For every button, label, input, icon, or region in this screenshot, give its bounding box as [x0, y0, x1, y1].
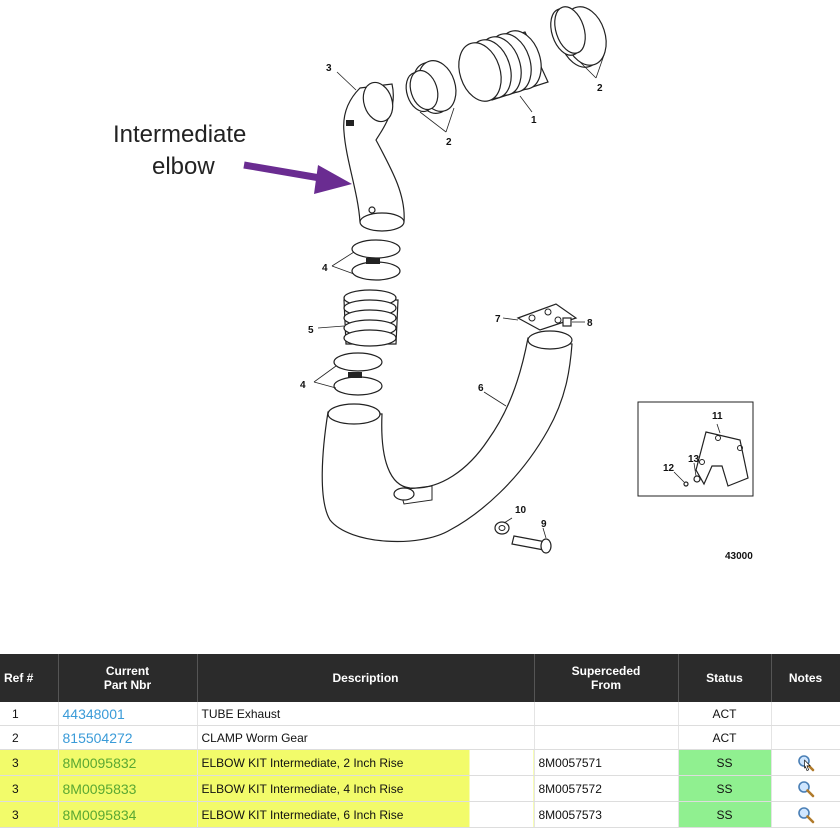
label-11: 11 — [712, 411, 723, 422]
cell-ref: 2 — [0, 725, 59, 750]
magnifier-icon[interactable] — [797, 780, 815, 798]
label-4a: 4 — [322, 263, 328, 274]
label-7: 7 — [495, 314, 501, 325]
part-2-clamps-lower — [405, 60, 457, 133]
cell-notes — [771, 801, 840, 828]
magnifier-icon[interactable] — [797, 806, 815, 824]
cell-part: 8M0095833 — [58, 775, 198, 802]
header-current-part-l2: Part Nbr — [103, 678, 152, 692]
cell-ref: 3 — [0, 775, 59, 802]
exploded-parts-diagram: Intermediate elbow — [113, 6, 754, 562]
part-number-link[interactable]: 815504272 — [62, 729, 133, 746]
label-1: 1 — [531, 115, 537, 126]
table-row: 3 8M0095833 ELBOW KIT Intermediate, 4 In… — [0, 775, 840, 802]
label-2a: 2 — [597, 83, 603, 94]
cell-superceded: 8M0057571 — [534, 749, 679, 776]
detail-inset — [637, 401, 754, 497]
cell-description: ELBOW KIT Intermediate, 2 Inch Rise — [197, 749, 535, 776]
label-4b: 4 — [300, 380, 306, 391]
cell-description: TUBE Exhaust — [197, 702, 535, 726]
callout-line-2: elbow — [152, 153, 215, 180]
cell-status: SS — [678, 749, 772, 776]
label-9: 9 — [541, 519, 547, 530]
drawing-number: 43000 — [725, 551, 753, 562]
cell-description: ELBOW KIT Intermediate, 4 Inch Rise — [197, 775, 535, 802]
cell-part: 8M0095834 — [58, 801, 198, 828]
part-8-fitting — [562, 317, 585, 327]
table-row: 2 815504272 CLAMP Worm Gear ACT — [0, 725, 840, 750]
header-notes: Notes — [771, 654, 840, 702]
part-3-intermediate-elbow — [336, 71, 405, 232]
cell-superceded: 8M0057573 — [534, 801, 679, 828]
cell-status: SS — [678, 775, 772, 802]
cell-superceded — [534, 725, 679, 750]
part-7-gasket — [502, 303, 578, 331]
callout-arrow-icon — [243, 161, 352, 194]
part-1-exhaust-tube — [458, 30, 549, 113]
label-5: 5 — [308, 325, 314, 336]
table-row: 1 44348001 TUBE Exhaust ACT — [0, 702, 840, 726]
header-superceded-l1: Superceded — [571, 664, 641, 678]
cell-part: 8M0095832 — [58, 749, 198, 776]
cell-ref: 3 — [0, 801, 59, 828]
header-status: Status — [678, 654, 772, 702]
part-number-link[interactable]: 8M0095834 — [62, 806, 137, 823]
part-4-clamps-upper — [331, 239, 401, 281]
header-ref: Ref # — [0, 654, 59, 702]
cell-status: ACT — [678, 725, 772, 750]
part-10-washer — [494, 517, 513, 535]
header-superceded-l2: From — [591, 678, 621, 692]
cell-status: SS — [678, 801, 772, 828]
label-2b: 2 — [446, 137, 452, 148]
label-13: 13 — [688, 454, 700, 465]
part-5-corrugated-hose — [317, 289, 399, 347]
label-6: 6 — [478, 383, 484, 394]
table-row: 3 8M0095834 ELBOW KIT Intermediate, 6 In… — [0, 801, 840, 828]
label-12: 12 — [663, 463, 675, 474]
cell-status: ACT — [678, 702, 772, 726]
cell-description: ELBOW KIT Intermediate, 6 Inch Rise — [197, 801, 535, 828]
cell-notes — [771, 725, 840, 750]
cell-part: 815504272 — [58, 725, 198, 750]
cell-notes — [771, 702, 840, 726]
header-description: Description — [197, 654, 535, 702]
cell-ref: 3 — [0, 749, 59, 776]
part-number-link[interactable]: 8M0095833 — [62, 780, 137, 797]
label-3: 3 — [326, 63, 332, 74]
part-6-exhaust-elbow — [321, 330, 573, 543]
cell-superceded — [534, 702, 679, 726]
header-current-part-l1: Current — [105, 664, 150, 678]
magnifier-icon[interactable] — [797, 754, 815, 772]
part-9-bolt — [511, 527, 552, 554]
cell-notes — [771, 749, 840, 776]
table-row: 3 8M0095832 ELBOW KIT Intermediate, 2 In… — [0, 749, 840, 776]
cell-ref: 1 — [0, 702, 59, 726]
label-10: 10 — [515, 505, 527, 516]
part-number-link[interactable]: 8M0095832 — [62, 754, 137, 771]
label-8: 8 — [587, 318, 593, 329]
part-2-clamps-upper — [550, 6, 607, 79]
part-number-link[interactable]: 44348001 — [62, 705, 125, 722]
cell-description: CLAMP Worm Gear — [197, 725, 535, 750]
cell-part: 44348001 — [58, 702, 198, 726]
callout-line-1: Intermediate — [113, 121, 246, 148]
cell-superceded: 8M0057572 — [534, 775, 679, 802]
part-4-clamps-lower — [313, 352, 383, 396]
cell-notes — [771, 775, 840, 802]
